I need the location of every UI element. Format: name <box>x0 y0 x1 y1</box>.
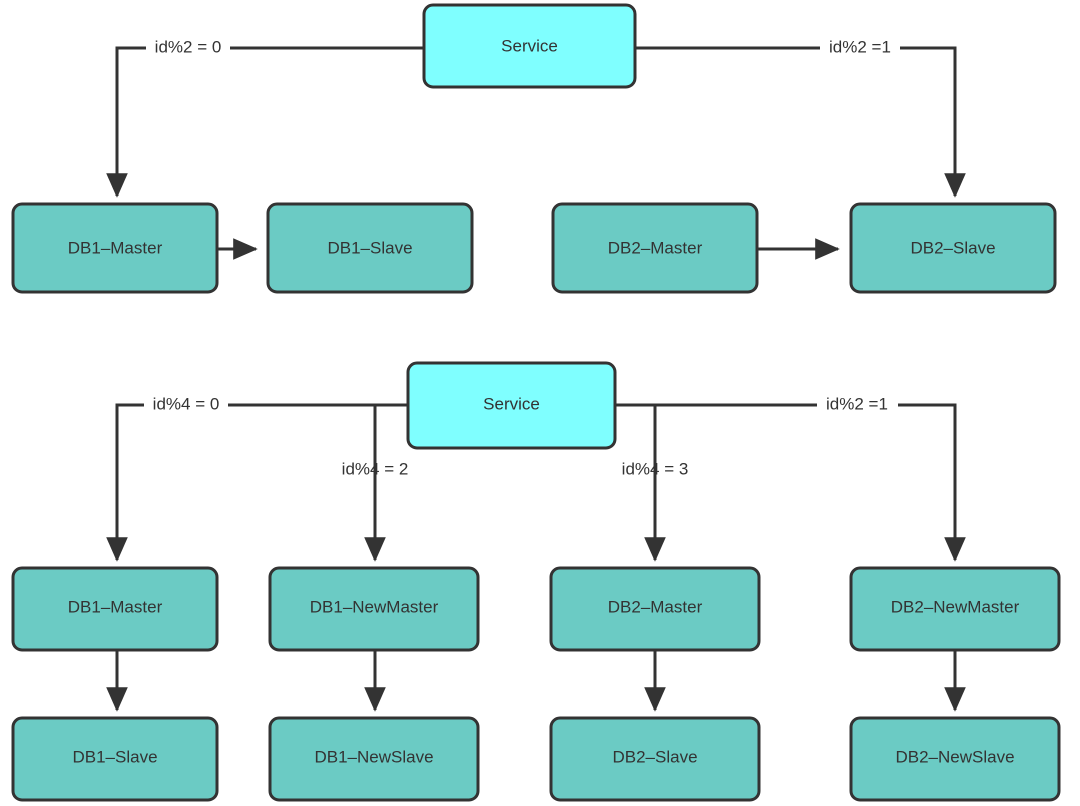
edge-bottom-branch-2: id%4 = 2 <box>342 405 409 562</box>
edge-line-segment-arrow <box>898 403 966 562</box>
node-rect-db2-master[interactable] <box>549 566 761 652</box>
node-rect-db2-master[interactable] <box>551 202 759 294</box>
edge-bottom-branch-1: id%2 =1 <box>615 394 966 562</box>
node-bot-db2-slave[interactable]: DB2–Slave <box>549 716 761 802</box>
node-bot-db2-master[interactable]: DB2–Master <box>549 566 761 652</box>
node-rect-db2-newslave[interactable] <box>849 716 1061 802</box>
edge-top-right-branch: id%2 =1 <box>635 37 966 198</box>
node-rect-db1-master[interactable] <box>11 566 219 652</box>
edge-line-segment-arrow <box>900 46 966 198</box>
node-top-service[interactable]: Service <box>422 3 637 89</box>
edge-bottom-branch-0: id%4 = 0 <box>106 394 408 562</box>
node-rect-db2-slave[interactable] <box>849 202 1057 294</box>
node-rect-service[interactable] <box>422 3 637 89</box>
node-rect-service[interactable] <box>406 361 617 450</box>
node-bot-db2-newmaster[interactable]: DB2–NewMaster <box>849 566 1061 652</box>
node-rect-db1-slave[interactable] <box>11 716 219 802</box>
node-top-db2-master[interactable]: DB2–Master <box>551 202 759 294</box>
edge-label-bottom-3: id%4 = 3 <box>622 459 689 478</box>
edge-top-left-branch: id%2 = 0 <box>106 37 424 198</box>
node-bot-db1-newslave[interactable]: DB1–NewSlave <box>268 716 480 802</box>
node-bot-db1-slave[interactable]: DB1–Slave <box>11 716 219 802</box>
node-top-db1-slave[interactable]: DB1–Slave <box>266 202 474 294</box>
node-rect-db1-slave[interactable] <box>266 202 474 294</box>
node-bot-db1-newmaster[interactable]: DB1–NewMaster <box>268 566 480 652</box>
edge-bottom-branch-3: id%4 = 3 <box>622 405 689 562</box>
edge-label-bottom-0: id%4 = 0 <box>153 394 220 413</box>
edge-label-top-right: id%2 =1 <box>829 37 891 56</box>
node-rect-db2-newmaster[interactable] <box>849 566 1061 652</box>
node-top-db1-master[interactable]: DB1–Master <box>11 202 219 294</box>
node-rect-db1-newslave[interactable] <box>268 716 480 802</box>
section-before-resharding: id%2 = 0 id%2 =1 Service DB1–Master DB1–… <box>11 3 1057 294</box>
edge-line-segment-arrow <box>106 403 144 562</box>
node-bot-db2-newslave[interactable]: DB2–NewSlave <box>849 716 1061 802</box>
edge-label-top-left: id%2 = 0 <box>155 37 222 56</box>
node-bot-db1-master[interactable]: DB1–Master <box>11 566 219 652</box>
node-top-db2-slave[interactable]: DB2–Slave <box>849 202 1057 294</box>
node-rect-db1-newmaster[interactable] <box>268 566 480 652</box>
edge-line-segment-arrow <box>106 46 146 198</box>
node-rect-db2-slave[interactable] <box>549 716 761 802</box>
node-rect-db1-master[interactable] <box>11 202 219 294</box>
edge-label-bottom-1: id%2 =1 <box>826 394 888 413</box>
node-bottom-service[interactable]: Service <box>406 361 617 450</box>
edge-label-bottom-2: id%4 = 2 <box>342 459 409 478</box>
